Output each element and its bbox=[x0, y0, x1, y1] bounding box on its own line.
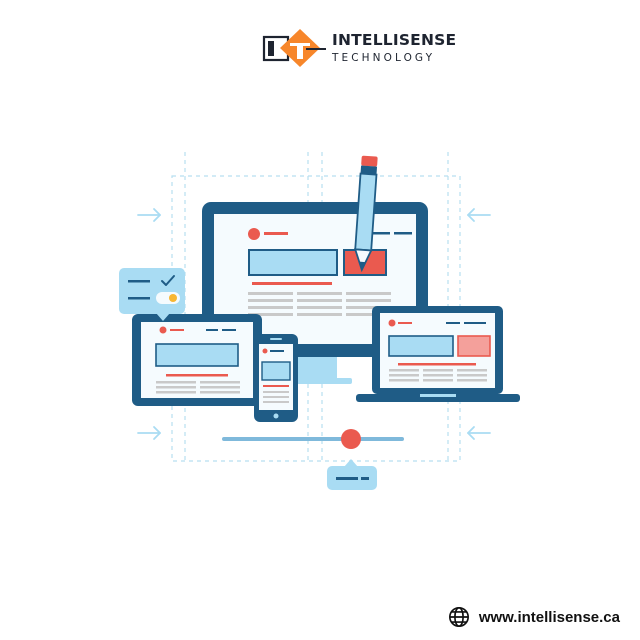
brand-tagline: TECHNOLOGY bbox=[332, 51, 436, 64]
website-url[interactable]: www.intellisense.ca bbox=[478, 608, 620, 626]
settings-bubble bbox=[119, 268, 185, 321]
phone-device bbox=[254, 334, 298, 422]
website-link[interactable]: www.intellisense.ca bbox=[448, 606, 620, 628]
tablet-device bbox=[132, 314, 262, 406]
globe-icon bbox=[448, 607, 469, 627]
brand-logo: INTELLISENSE TECHNOLOGY bbox=[262, 28, 456, 68]
resize-arrows bbox=[137, 208, 491, 440]
arrow-left-icon-top bbox=[467, 208, 491, 222]
resize-slider bbox=[222, 429, 404, 490]
arrow-left-icon-bottom bbox=[467, 426, 491, 440]
brand-name: INTELLISENSE bbox=[332, 31, 457, 49]
arrow-right-icon-bottom bbox=[137, 426, 161, 440]
checkmark-icon bbox=[161, 275, 175, 286]
intellisense-logo-icon bbox=[262, 29, 326, 67]
pencil-icon bbox=[353, 155, 378, 273]
arrow-right-icon-top bbox=[137, 208, 161, 222]
laptop-device bbox=[356, 306, 520, 402]
